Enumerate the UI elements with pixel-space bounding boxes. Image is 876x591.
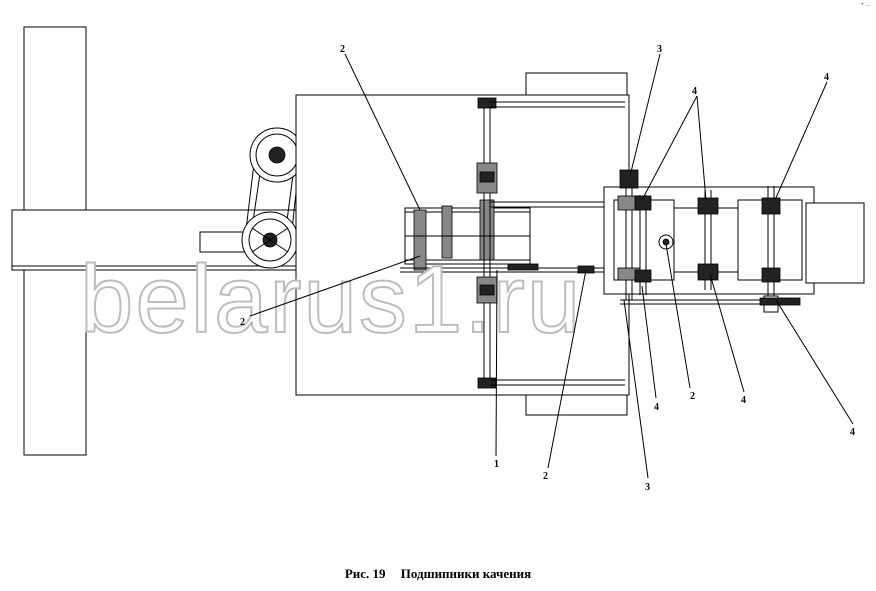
shaft-1 bbox=[617, 169, 641, 300]
callout-4-bottom-a: 4 bbox=[654, 402, 659, 413]
top-tab bbox=[525, 72, 628, 96]
shaft-2 bbox=[634, 195, 652, 295]
end-block bbox=[805, 202, 865, 284]
shaft-3 bbox=[697, 190, 719, 290]
callout-4-top-b: 4 bbox=[824, 72, 829, 83]
bearing-diagram: belarus1.ru 2 3 4 4 2 1 2 3 4 2 4 4 bbox=[11, 26, 865, 493]
callout-1: 1 bbox=[494, 459, 499, 470]
bottom-tab bbox=[525, 394, 628, 416]
callout-3-bottom: 3 bbox=[645, 482, 650, 493]
belt-drive bbox=[241, 127, 305, 269]
watermark: belarus1.ru bbox=[80, 246, 582, 353]
caption-number: Рис. 19 bbox=[344, 566, 386, 581]
callout-2-left: 2 bbox=[240, 317, 245, 328]
callout-2-bottom: 2 bbox=[543, 471, 548, 482]
callout-2-top: 2 bbox=[340, 44, 345, 55]
callout-4-bottom-c: 4 bbox=[850, 427, 855, 438]
caption-title: Подшипники качения bbox=[400, 566, 532, 581]
vertical-shaft bbox=[476, 97, 498, 389]
callout-2-right: 2 bbox=[690, 391, 695, 402]
callout-3-top: 3 bbox=[657, 44, 662, 55]
callout-4-bottom-b: 4 bbox=[741, 395, 746, 406]
figure-caption: Рис. 19 Подшипники качения bbox=[0, 566, 876, 582]
leader-lines bbox=[249, 53, 854, 479]
corner-mark: • ... bbox=[861, 2, 870, 8]
callout-4-top-a: 4 bbox=[692, 86, 697, 97]
